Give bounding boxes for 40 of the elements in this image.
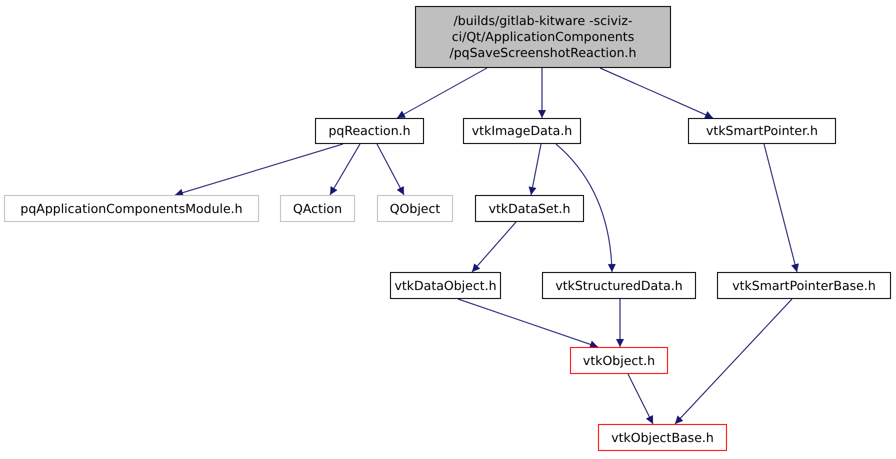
file-name: QAction xyxy=(293,200,342,216)
file-box xyxy=(390,272,501,299)
file-box xyxy=(315,118,424,144)
arrow xyxy=(174,144,344,196)
file-box xyxy=(542,272,696,299)
file-name: vtkDataSet.h xyxy=(488,200,570,216)
file-box xyxy=(717,272,891,299)
file-box xyxy=(377,195,453,222)
arrow xyxy=(556,144,616,272)
arrow xyxy=(538,68,546,118)
file-box xyxy=(280,195,355,222)
file-name: vtkObjectBase.h xyxy=(611,430,714,446)
arrow xyxy=(458,298,598,348)
arrow xyxy=(628,374,654,424)
file-box xyxy=(570,347,668,374)
file-name: vtkDataObject.h xyxy=(394,278,496,294)
arrow xyxy=(600,68,714,118)
file-box xyxy=(688,118,836,144)
arrow xyxy=(472,222,516,272)
file-name: pqReaction.h xyxy=(328,123,411,139)
arrow xyxy=(674,298,792,424)
file-box xyxy=(475,195,584,222)
file-box xyxy=(463,118,581,144)
file-name: /builds/gitlab-kitware -sciviz-ci/Qt/ApplicationComponents /pqSaveScreenshotReaction.h xyxy=(448,13,638,61)
file-name: pqApplicationComponentsModule.h xyxy=(20,200,243,216)
file-name: vtkStructuredData.h xyxy=(555,278,683,294)
file-box xyxy=(4,195,259,222)
file-name: vtkImageData.h xyxy=(472,123,572,139)
arrow xyxy=(330,144,360,196)
file-name: vtkObject.h xyxy=(582,352,656,368)
file-box xyxy=(415,6,671,68)
file-name: vtkSmartPointerBase.h xyxy=(732,278,876,294)
arrow xyxy=(396,68,488,118)
arrow xyxy=(764,144,799,272)
file-name: vtkSmartPointer.h xyxy=(706,123,818,139)
arrow xyxy=(616,298,624,348)
file-name: QObject xyxy=(390,200,440,216)
arrow xyxy=(528,144,542,196)
file-box xyxy=(598,424,727,451)
arrow xyxy=(376,144,404,196)
